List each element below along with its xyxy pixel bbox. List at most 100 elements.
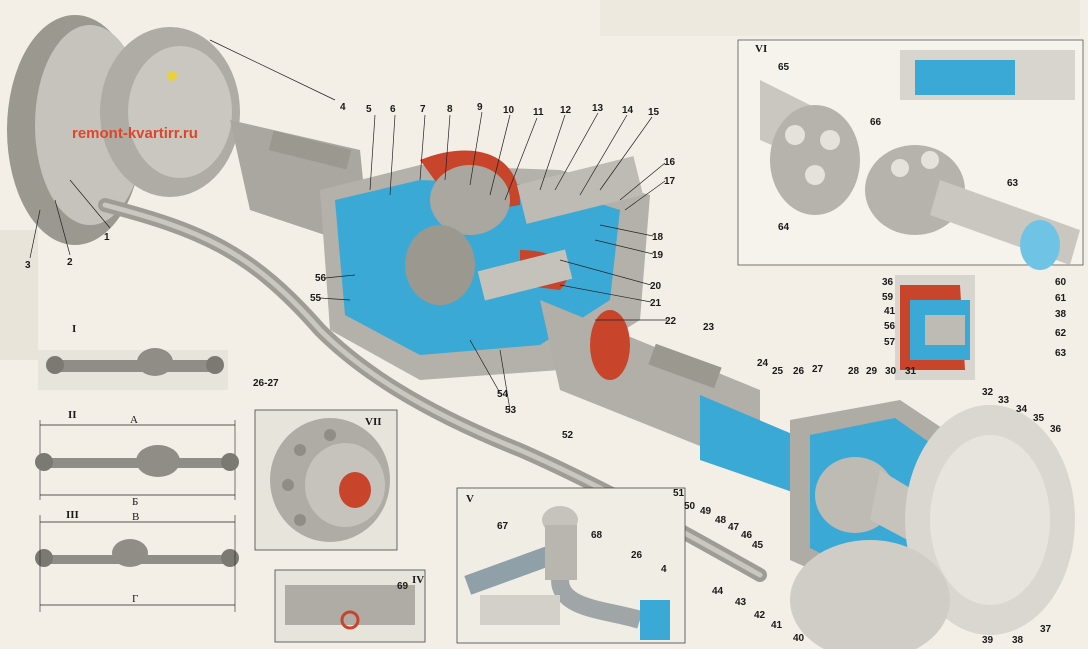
callout-31: 31: [905, 366, 917, 377]
inset-label-vii: VII: [365, 416, 382, 428]
callout-16: 16: [664, 157, 676, 168]
inset-lock-hub: [895, 275, 975, 380]
callout-26-27: 26-27: [253, 378, 279, 389]
inset-label-ii: II: [68, 409, 77, 421]
callout-9: 9: [477, 102, 483, 113]
callout-59: 59: [882, 292, 894, 303]
callout-6: 6: [390, 104, 396, 115]
inset-iv: [274, 569, 426, 643]
watermark: remont-kvartirr.ru: [72, 125, 198, 142]
callout-7: 7: [420, 104, 426, 115]
dimension-label-v: В: [132, 511, 139, 523]
callout-5: 5: [366, 104, 372, 115]
callout-4-inset-v: 4: [661, 564, 667, 575]
callout-4: 4: [340, 102, 346, 113]
callout-40: 40: [793, 633, 805, 644]
callout-32: 32: [982, 387, 994, 398]
inset-ii: [35, 420, 239, 500]
callout-37: 37: [1040, 624, 1052, 635]
callout-46: 46: [741, 530, 753, 541]
inset-vi: [737, 39, 1084, 270]
callout-53: 53: [505, 405, 517, 416]
callout-11: 11: [533, 107, 544, 118]
dimension-label-a: А: [130, 414, 138, 426]
callout-18: 18: [652, 232, 664, 243]
callout-68: 68: [591, 530, 603, 541]
callout-26: 26: [793, 366, 805, 377]
dimension-label-b: Б: [132, 496, 138, 508]
callout-39: 39: [982, 635, 994, 646]
inset-label-iv: IV: [412, 574, 424, 586]
callout-61: 61: [1055, 293, 1067, 304]
callout-56b: 56: [884, 321, 896, 332]
callout-28: 28: [848, 366, 860, 377]
callout-22: 22: [665, 316, 677, 327]
callout-38a: 38: [1055, 309, 1067, 320]
callout-44: 44: [712, 586, 724, 597]
callout-34: 34: [1016, 404, 1028, 415]
callout-63a: 63: [1055, 348, 1067, 359]
callout-8: 8: [447, 104, 453, 115]
callout-27: 27: [812, 364, 824, 375]
callout-62: 62: [1055, 328, 1067, 339]
callout-56a: 56: [315, 273, 327, 284]
callout-49: 49: [700, 506, 712, 517]
callout-19: 19: [652, 250, 664, 261]
callout-63b: 63: [1007, 178, 1019, 189]
callout-47: 47: [728, 522, 740, 533]
callout-50: 50: [684, 501, 696, 512]
callout-23: 23: [703, 322, 715, 333]
callout-15: 15: [648, 107, 660, 118]
dimension-label-g: Г: [132, 593, 138, 605]
callout-41b: 41: [771, 620, 783, 631]
callout-41a: 41: [884, 306, 896, 317]
inset-v: [456, 487, 686, 644]
left-wheel-hub: [7, 15, 240, 245]
inset-label-iii: III: [66, 509, 79, 521]
inset-vii: [254, 409, 398, 551]
callout-55: 55: [310, 293, 322, 304]
callout-38b: 38: [1012, 635, 1024, 646]
callout-57: 57: [884, 337, 896, 348]
callout-numbers: 1 2 3 4 5 6 7 8 9 10 11 12 13 14 15 16 1…: [25, 62, 1067, 646]
callout-52: 52: [562, 430, 574, 441]
callout-60: 60: [1055, 277, 1067, 288]
inset-label-vi: VI: [755, 43, 767, 55]
callout-25: 25: [772, 366, 784, 377]
callout-36a: 36: [882, 277, 894, 288]
callout-67: 67: [497, 521, 509, 532]
callout-64: 64: [778, 222, 790, 233]
callout-42: 42: [754, 610, 766, 621]
callout-1: 1: [104, 232, 110, 243]
callout-30: 30: [885, 366, 897, 377]
leader-lines: [29, 39, 667, 411]
callout-20: 20: [650, 281, 662, 292]
callout-10: 10: [503, 105, 515, 116]
callout-13: 13: [592, 103, 604, 114]
callout-3: 3: [25, 260, 31, 271]
callout-36b: 36: [1050, 424, 1062, 435]
callout-33: 33: [998, 395, 1010, 406]
callout-21: 21: [650, 298, 662, 309]
right-brake-drum: [790, 405, 1075, 649]
callout-54: 54: [497, 389, 509, 400]
callout-26-inset-v: 26: [631, 550, 643, 561]
inset-i: [38, 348, 228, 390]
callout-45: 45: [752, 540, 764, 551]
callout-29: 29: [866, 366, 878, 377]
callout-66: 66: [870, 117, 882, 128]
callout-65: 65: [778, 62, 790, 73]
callout-24: 24: [757, 358, 769, 369]
callout-12: 12: [560, 105, 572, 116]
callout-43: 43: [735, 597, 747, 608]
callout-48: 48: [715, 515, 727, 526]
callout-51: 51: [673, 488, 685, 499]
callout-35: 35: [1033, 413, 1045, 424]
inset-iii: [35, 515, 239, 612]
callout-2: 2: [67, 257, 73, 268]
inset-label-i: I: [72, 323, 76, 335]
callout-69: 69: [397, 581, 409, 592]
inset-label-v: V: [466, 493, 474, 505]
callout-17: 17: [664, 176, 676, 187]
